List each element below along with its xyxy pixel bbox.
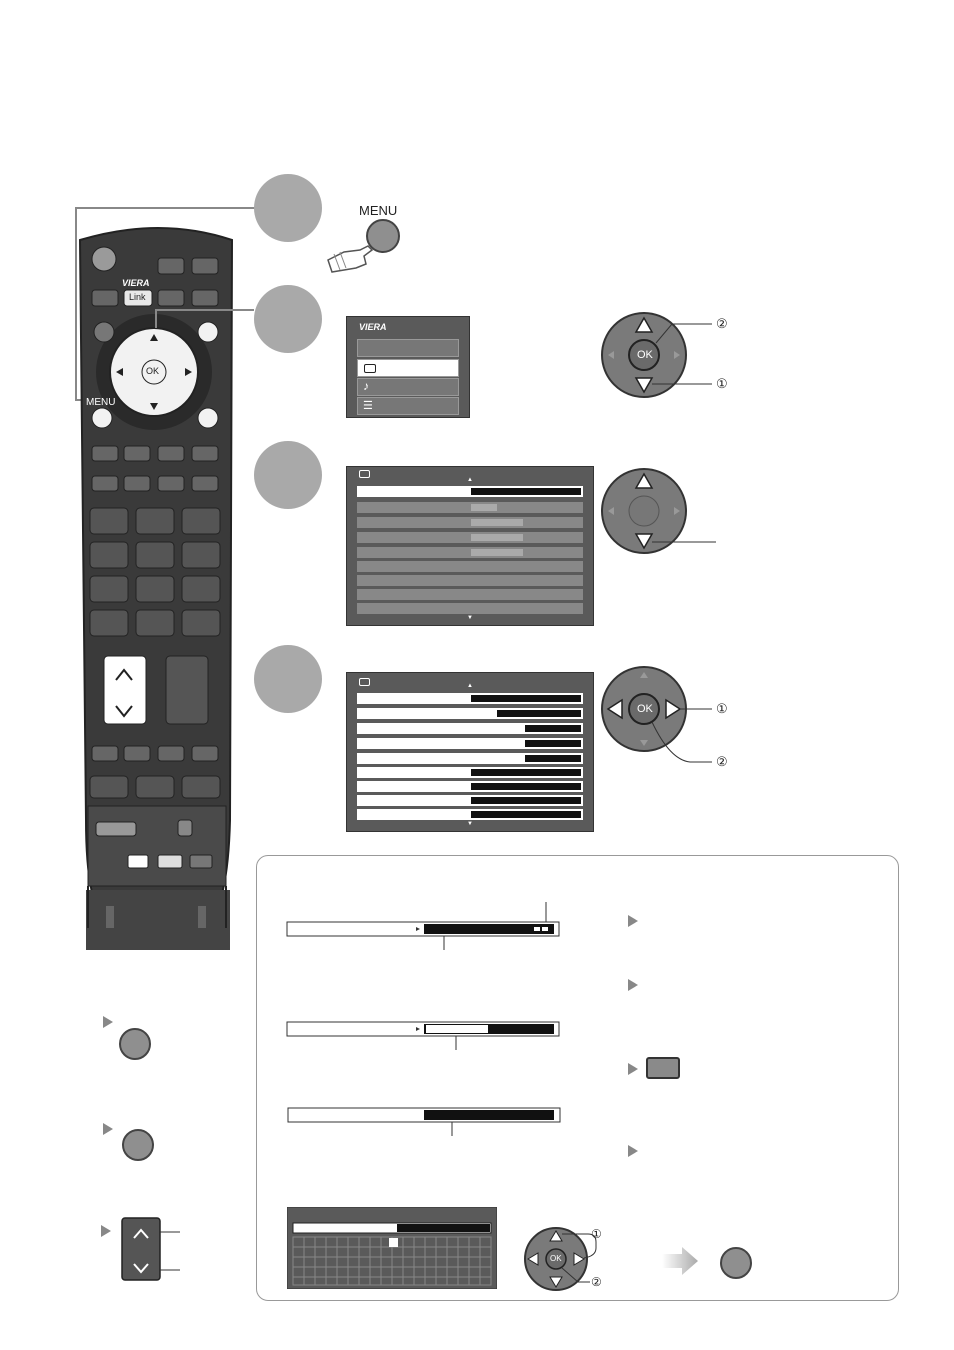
music-note-icon: ♪ [363,379,369,393]
dpad2-ok-label: OK [637,349,653,361]
adjust-row-5[interactable] [357,753,583,764]
dpad4-ok-label: OK [637,703,653,715]
picture-row-7[interactable] [357,575,583,586]
step-3-circle [254,441,322,509]
picture-row-6[interactable] [357,561,583,572]
adjust-row-8[interactable] [357,795,583,806]
left-note-arrow-2 [103,1123,113,1135]
picture-row-3[interactable] [357,517,583,528]
remote-control [75,207,260,950]
dpad4-marker-2: ② [716,754,728,769]
picture-row-1[interactable] [357,486,583,497]
note-arrow-3 [628,1063,638,1075]
note-arrow-1 [628,915,638,927]
picture-row-5[interactable] [357,547,583,558]
list-icon: ☰ [363,400,373,412]
gradient-arrow-icon [662,1247,698,1275]
step1-menu-button[interactable] [366,219,400,253]
remote-viera-label: VIERA [122,278,150,288]
dpad-small-ok-label: OK [550,1254,562,1263]
main-menu-item-sound[interactable]: ♪ [357,378,459,396]
note-arrow-2 [628,979,638,991]
character-input-screen [287,1207,497,1289]
note-return-button[interactable] [646,1057,680,1079]
step-4-circle [254,645,322,713]
left-note-arrow-3 [101,1225,111,1237]
adjust-row-3[interactable] [357,723,583,734]
step-1-circle [254,174,322,242]
slider-example-2 [286,1021,560,1050]
adjust-row-2[interactable] [357,708,583,719]
adjust-row-9[interactable] [357,809,583,820]
dpad4-marker-1: ① [716,701,728,716]
adjust-menu-icon [359,678,370,686]
adjust-row-1[interactable] [357,693,583,704]
dpad2-marker-1: ① [716,376,728,391]
notes-panel [256,855,899,1301]
picture-row-2[interactable] [357,502,583,513]
dpad-small-marker-1: ① [591,1227,602,1241]
step2-connector [155,309,254,328]
slider-example-1 [286,902,560,950]
channel-updown-button[interactable] [120,1216,182,1284]
main-menu-brand: VIERA [359,322,387,332]
picture-row-4[interactable] [357,532,583,543]
main-menu-screen: VIERA ♪ ☰ [346,316,470,418]
remote-link-label: Link [129,292,146,302]
adjust-menu-screen: ▲ ▼ [346,672,594,832]
adjust-row-7[interactable] [357,781,583,792]
adjust-row-4[interactable] [357,738,583,749]
remote-ok-label: OK [146,366,160,376]
dpad-small-4way [524,1227,597,1291]
slider-example-3 [287,1107,561,1136]
picture-row-9[interactable] [357,603,583,614]
dpad-down-select [601,468,716,554]
dpad-updown-select [601,312,712,398]
main-menu-item-picture[interactable] [357,359,459,377]
remote-menu-label: MENU [86,397,116,408]
picture-icon [364,364,376,373]
step1-menu-label: MENU [359,203,398,218]
dpad-leftright-ok [601,666,712,763]
dpad2-marker-2: ② [716,316,728,331]
main-menu-item-setup[interactable]: ☰ [357,397,459,415]
left-note-arrow-1 [103,1016,113,1028]
main-menu-item-1[interactable] [357,339,459,357]
adjust-row-6[interactable] [357,767,583,778]
step-2-circle [254,285,322,353]
note-arrow-4 [628,1145,638,1157]
left-note-button-2[interactable] [122,1129,154,1161]
note-round-button[interactable] [720,1247,752,1279]
picture-menu-icon [359,470,370,478]
picture-menu-screen: ▲ ▼ [346,466,594,626]
dpad-small-marker-2: ② [591,1275,602,1289]
picture-row-8[interactable] [357,589,583,600]
pointing-hand-icon [327,245,374,273]
left-note-button-1[interactable] [119,1028,151,1060]
